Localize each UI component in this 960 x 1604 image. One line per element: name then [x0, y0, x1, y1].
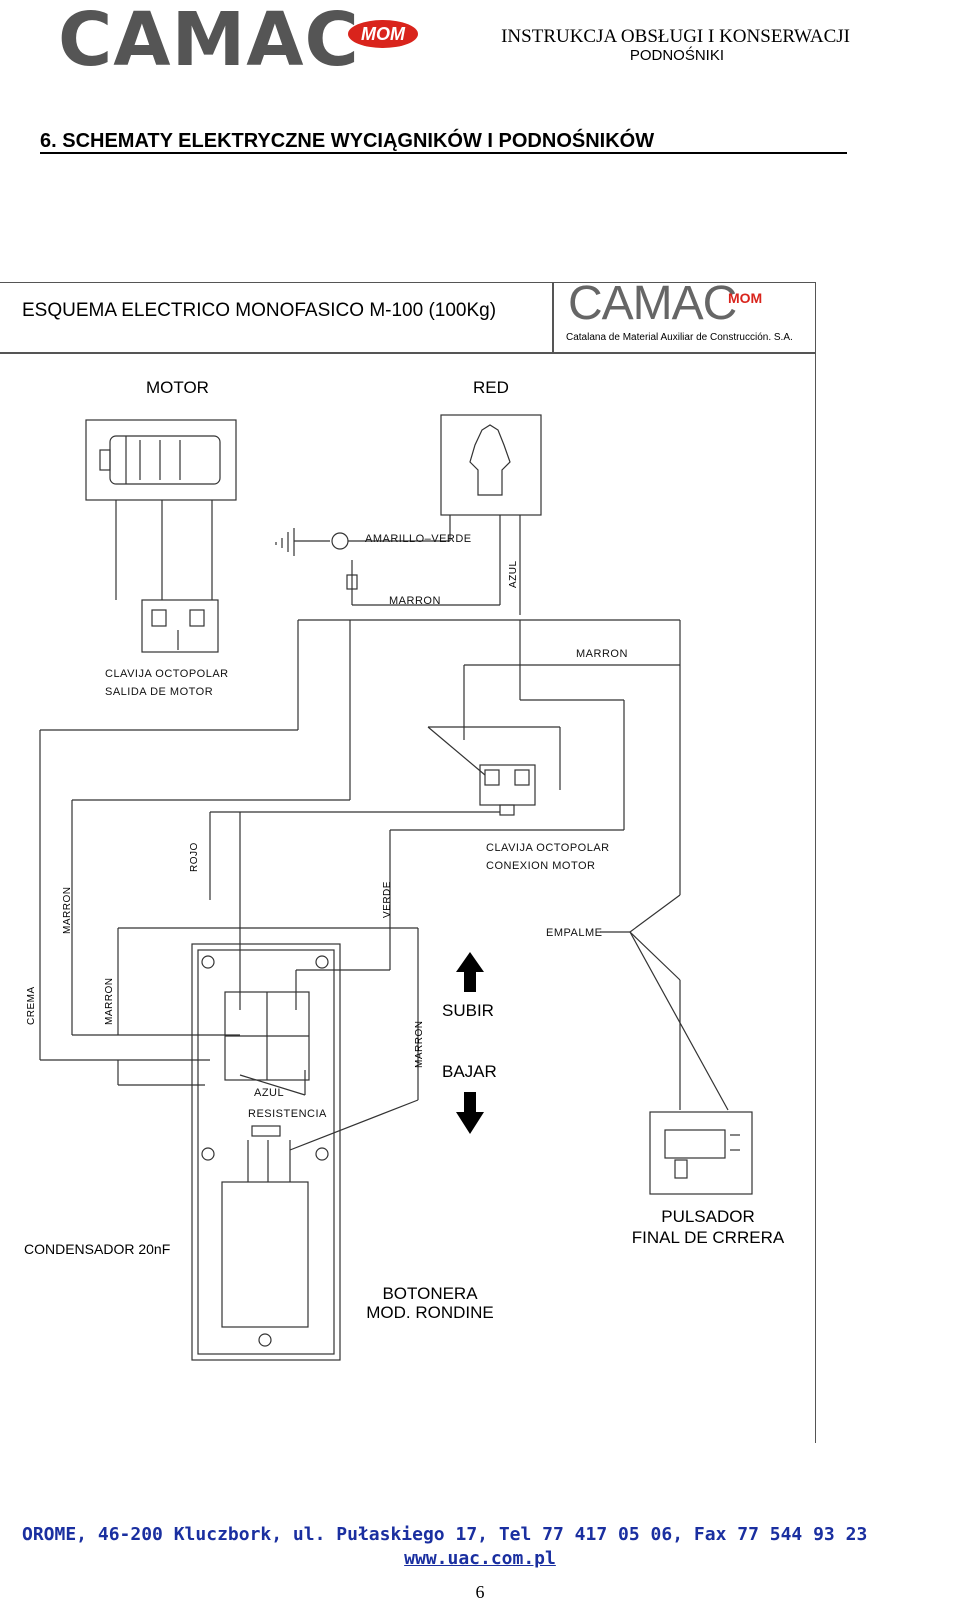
schematic-sheet — [0, 282, 816, 1443]
label-marron-mid: MARRON — [576, 648, 628, 660]
red-plug-box — [440, 414, 542, 516]
arrow-down-icon — [456, 1092, 484, 1134]
section-title: 6. SCHEMATY ELEKTRYCZNE WYCIĄGNIKÓW I PO… — [40, 130, 655, 152]
sheet-header-divider — [0, 352, 815, 354]
label-pulsador-1: PULSADOR — [661, 1207, 755, 1226]
label-red: RED — [473, 378, 509, 397]
label-marron-top: MARRON — [389, 595, 441, 607]
label-crema: CREMA — [26, 986, 37, 1025]
label-amarillo-verde: AMARILLO–VERDE — [365, 533, 472, 545]
resistencia — [251, 1125, 281, 1137]
label-azul-vertical: AZUL — [508, 560, 519, 588]
label-motor: MOTOR — [146, 378, 209, 397]
label-pulsador-2: FINAL DE CRRERA — [631, 1228, 785, 1247]
label-resistencia: RESISTENCIA — [248, 1108, 327, 1120]
label-marron-right: MARRON — [414, 1020, 425, 1068]
schematic-title: ESQUEMA ELECTRICO MONOFASICO M-100 (100K… — [22, 300, 497, 321]
document-title: INSTRUKCJA OBSŁUGI I KONSERWACJI — [501, 26, 850, 47]
company-name: Catalana de Material Auxiliar de Constru… — [566, 332, 793, 343]
label-empalme: EMPALME — [546, 927, 603, 939]
sheet-header-vdivider — [552, 282, 554, 352]
sheet-camac-logo: CAMAC — [568, 277, 737, 330]
label-marron-left: MARRON — [62, 886, 73, 934]
label-marron-left2: MARRON — [104, 977, 115, 1025]
condensador — [221, 1181, 309, 1328]
label-condensador: CONDENSADOR 20nF — [24, 1241, 171, 1257]
motor-output-connector — [141, 599, 219, 653]
label-clavija-salida-1: CLAVIJA OCTOPOLAR — [105, 668, 229, 680]
label-clavija-conexion-1: CLAVIJA OCTOPOLAR — [486, 842, 610, 854]
page-number: 6 — [475, 1582, 485, 1602]
arrow-up-icon — [456, 952, 484, 992]
label-clavija-conexion-2: CONEXION MOTOR — [486, 860, 596, 872]
label-subir: SUBIR — [442, 1001, 494, 1020]
botonera-box — [191, 943, 341, 1361]
document-subtitle: PODNOŚNIKI — [629, 47, 724, 64]
limit-switch-box — [649, 1111, 753, 1195]
section-underline — [40, 152, 847, 154]
label-verde: VERDE — [382, 881, 393, 918]
camac-logo: CAMAC — [58, 0, 360, 83]
mom-logo-badge: MOM — [348, 20, 418, 48]
label-clavija-salida-2: SALIDA DE MOTOR — [105, 686, 214, 698]
motor-box — [85, 419, 237, 501]
sheet-mom-logo: MOM — [728, 290, 763, 306]
label-bajar: BAJAR — [442, 1062, 497, 1081]
footer-website-link[interactable]: www.uac.com.pl — [404, 1548, 556, 1569]
label-botonera-1: BOTONERA — [382, 1284, 478, 1303]
label-rojo: ROJO — [189, 842, 200, 872]
label-azul: AZUL — [254, 1087, 285, 1099]
label-botonera-2: MOD. RONDINE — [366, 1303, 494, 1322]
footer-address: OROME, 46-200 Kluczbork, ul. Pułaskiego … — [22, 1524, 868, 1545]
